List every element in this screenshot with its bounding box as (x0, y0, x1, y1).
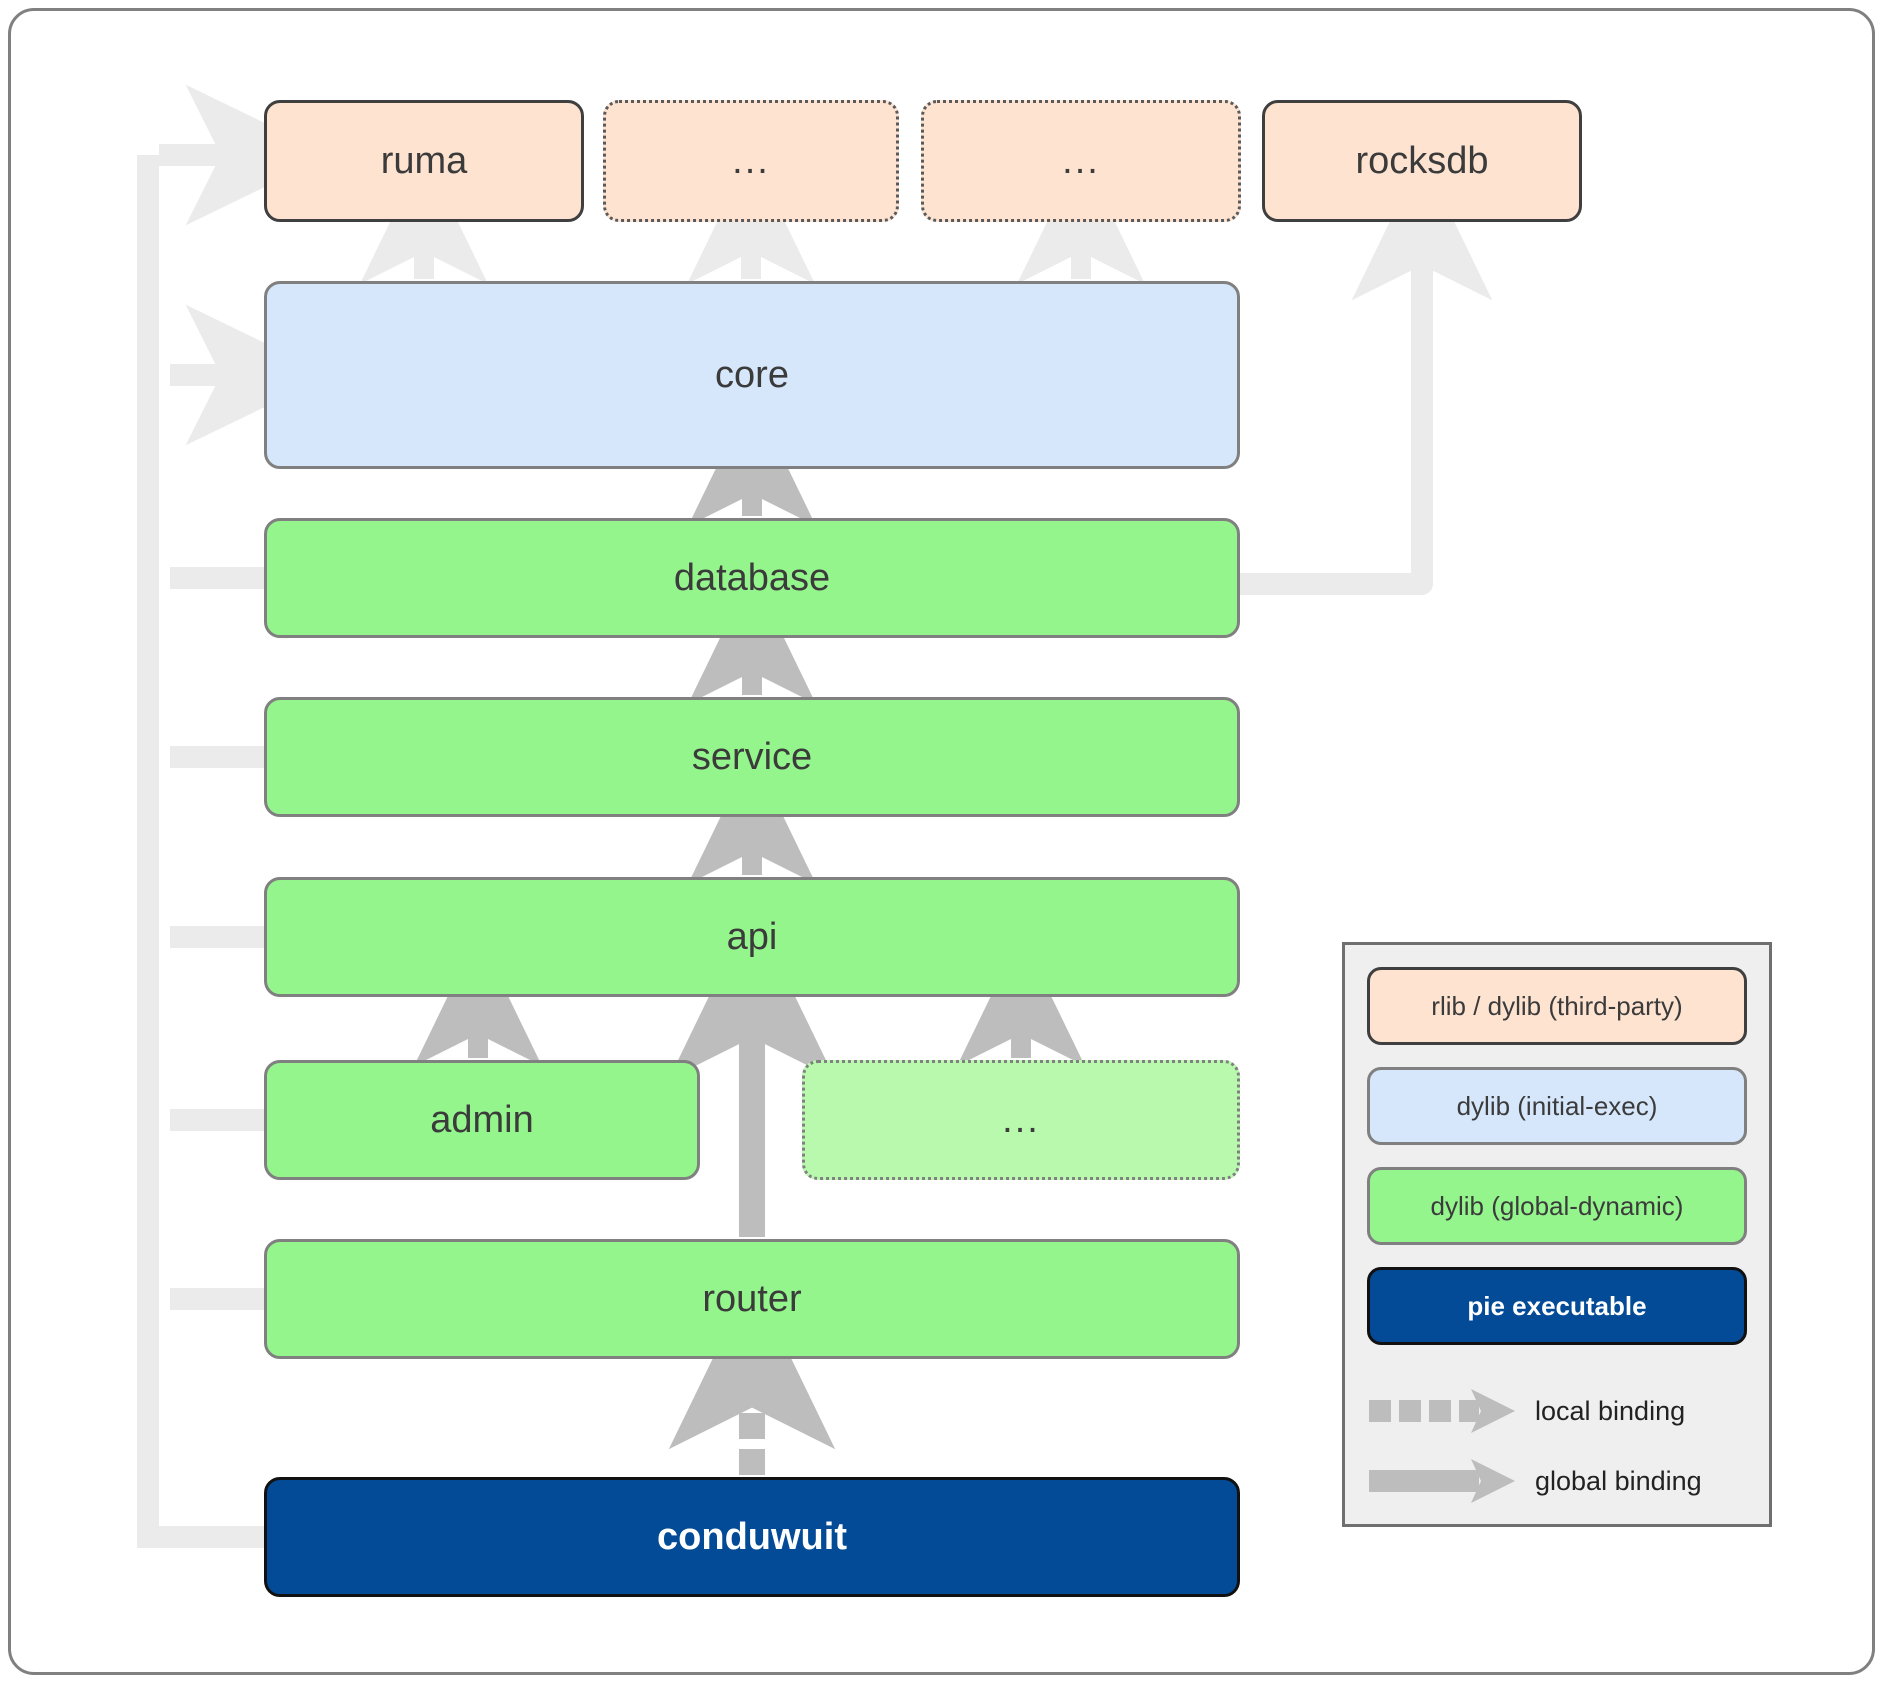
legend-label-global-binding: global binding (1535, 1465, 1702, 1496)
node-dots-top-1[interactable]: ... (603, 100, 899, 222)
node-label-dots-top-2: ... (1062, 140, 1100, 182)
node-core[interactable]: core (264, 281, 1240, 469)
node-label-core: core (715, 354, 789, 396)
legend-chip-global-dynamic: dylib (global-dynamic) (1367, 1167, 1747, 1245)
local-binding-arrow-icon (1369, 1389, 1515, 1433)
legend-label-pie-executable: pie executable (1467, 1290, 1647, 1321)
legend-chip-third-party: rlib / dylib (third-party) (1367, 967, 1747, 1045)
legend-key-global-binding: global binding (1367, 1455, 1759, 1507)
node-dots-top-2[interactable]: ... (921, 100, 1241, 222)
legend-label-third-party: rlib / dylib (third-party) (1431, 990, 1683, 1021)
legend-chip-initial-exec: dylib (initial-exec) (1367, 1067, 1747, 1145)
node-label-admin: admin (430, 1099, 534, 1141)
node-label-dots-mid: ... (1002, 1099, 1040, 1141)
node-label-database: database (673, 557, 831, 599)
node-rocksdb[interactable]: rocksdb (1262, 100, 1582, 222)
node-label-router: router (702, 1278, 802, 1320)
node-router[interactable]: router (264, 1239, 1240, 1359)
node-label-service: service (691, 736, 813, 778)
legend-label-local-binding: local binding (1535, 1395, 1686, 1426)
legend-chip-pie-executable: pie executable (1367, 1267, 1747, 1345)
global-binding-arrow-icon (1369, 1459, 1515, 1503)
legend-panel: rlib / dylib (third-party) dylib (initia… (1342, 942, 1772, 1527)
node-dots-mid[interactable]: ... (802, 1060, 1240, 1180)
node-conduwuit[interactable]: conduwuit (264, 1477, 1240, 1597)
node-label-conduwuit: conduwuit (657, 1516, 847, 1558)
node-label-dots-top-1: ... (732, 140, 770, 182)
node-admin[interactable]: admin (264, 1060, 700, 1180)
node-label-rocksdb: rocksdb (1355, 140, 1489, 182)
node-ruma[interactable]: ruma (264, 100, 584, 222)
node-label-api: api (726, 916, 778, 958)
node-database[interactable]: database (264, 518, 1240, 638)
legend-label-initial-exec: dylib (initial-exec) (1456, 1090, 1658, 1121)
node-service[interactable]: service (264, 697, 1240, 817)
legend-key-local-binding: local binding (1367, 1385, 1759, 1437)
legend-label-global-dynamic: dylib (global-dynamic) (1430, 1190, 1684, 1221)
node-label-ruma: ruma (380, 140, 468, 182)
node-api[interactable]: api (264, 877, 1240, 997)
